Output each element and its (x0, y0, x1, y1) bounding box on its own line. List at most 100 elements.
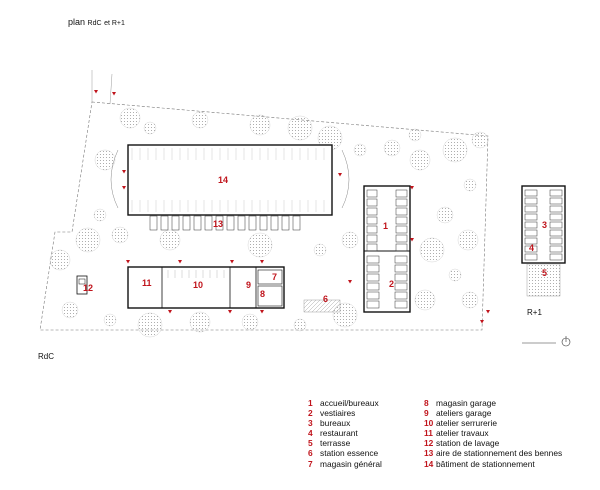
tree-icon (457, 229, 479, 251)
room (549, 205, 563, 213)
tree-icon (287, 115, 313, 141)
legend-label: ateliers garage (436, 408, 492, 419)
legend-label: restaurant (320, 428, 358, 439)
room (395, 225, 408, 234)
room (366, 243, 378, 252)
tree-icon (249, 114, 271, 136)
room (524, 197, 538, 205)
room (524, 189, 538, 197)
tree-icon (313, 243, 327, 257)
legend-number: 3 (308, 418, 313, 429)
zone-2: 2 (389, 279, 394, 289)
fuel-station (303, 299, 341, 313)
legend-label: station essence (320, 448, 379, 459)
room (366, 291, 380, 300)
tree-icon (241, 313, 259, 331)
room (366, 198, 378, 207)
room (549, 229, 563, 237)
tree-icon (143, 121, 157, 135)
zone-7: 7 (272, 272, 277, 282)
legend-label: magasin général (320, 458, 382, 469)
room (524, 253, 538, 261)
benne-bay (171, 215, 180, 231)
tree-icon (61, 301, 79, 319)
entrance-marker (338, 173, 342, 177)
zone-13: 13 (213, 219, 223, 229)
zone-1: 1 (383, 221, 388, 231)
room (366, 216, 378, 225)
room (549, 221, 563, 229)
entrance-marker (260, 260, 264, 264)
legend-label: atelier travaux (436, 428, 489, 439)
upper-floor-plan (521, 185, 566, 297)
entrance-marker (348, 280, 352, 284)
entrance-marker (410, 238, 414, 242)
legend-number: 12 (424, 438, 434, 449)
benne-bay (193, 215, 202, 231)
benne-bay (237, 215, 246, 231)
room (395, 207, 408, 216)
room (549, 253, 563, 261)
tree-icon (471, 131, 489, 149)
zone-4: 4 (529, 243, 534, 253)
legend-number: 1 (308, 398, 313, 408)
tree-icon (247, 232, 273, 258)
parking-building (110, 144, 350, 216)
tree-icon (103, 313, 117, 327)
benne-bay (292, 215, 301, 231)
tree-icon (93, 208, 107, 222)
benne-bay (248, 215, 257, 231)
tree-icon (111, 226, 129, 244)
room (395, 198, 408, 207)
room (366, 264, 380, 273)
entrance-marker (228, 310, 232, 314)
room (366, 234, 378, 243)
entrance-marker (178, 260, 182, 264)
legend-number: 11 (424, 428, 433, 439)
entrance-marker (486, 310, 490, 314)
room (395, 216, 408, 225)
room (524, 245, 538, 253)
zone-6: 6 (323, 294, 328, 304)
room (366, 225, 378, 234)
legend-number: 2 (308, 408, 313, 419)
legend-number: 14 (424, 458, 434, 469)
tree-icon (189, 311, 211, 333)
tree-icon (461, 291, 479, 309)
access-road (91, 70, 113, 105)
legend-number: 13 (424, 448, 434, 459)
upper-floor-label: R+1 (527, 308, 542, 317)
zone-8: 8 (260, 289, 265, 299)
benne-bay (259, 215, 268, 231)
entrance-marker (260, 310, 264, 314)
tree-icon (408, 128, 422, 142)
room (394, 300, 408, 309)
zone-9: 9 (246, 280, 251, 290)
legend-number: 5 (308, 438, 313, 449)
ground-floor-label: RdC (38, 352, 55, 361)
legend-label: station de lavage (436, 438, 500, 449)
room (394, 264, 408, 273)
zone-14: 14 (218, 175, 228, 185)
main-building (363, 185, 411, 313)
site-boundary (39, 101, 489, 331)
room (395, 234, 408, 243)
room (549, 237, 563, 245)
workshop-building (127, 266, 285, 309)
tree-icon (75, 227, 101, 253)
room (395, 189, 408, 198)
entrance-marker (122, 170, 126, 174)
